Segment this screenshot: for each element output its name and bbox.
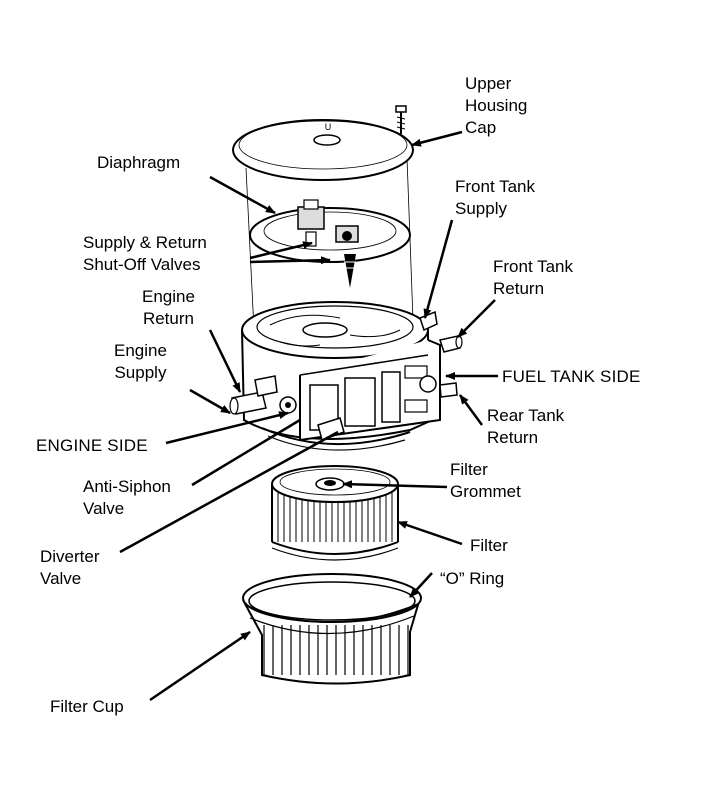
label-supply-return-valves-line2: Shut-Off Valves: [83, 255, 201, 274]
label-anti-siphon-valve-line2: Valve: [83, 499, 125, 518]
label-supply-return-valves-line1: Supply & Return: [83, 233, 207, 252]
label-diaphragm: Diaphragm: [97, 153, 181, 172]
label-filter-cup: Filter Cup: [50, 697, 124, 716]
arrow-valves-1: [249, 241, 313, 260]
label-front-tank-supply: Front Tank Supply: [455, 176, 535, 220]
label-fuel-tank-side: FUEL TANK SIDE: [502, 367, 641, 386]
arrow-filter-cup: [149, 630, 251, 702]
label-engine-return-line2: Return: [142, 309, 194, 328]
label-filter: Filter: [470, 536, 508, 555]
label-upper-housing-cap-line2: Housing: [465, 96, 528, 115]
arrow-engine-return: [208, 329, 242, 393]
line-anti-siphon-valve: [191, 418, 301, 487]
label-supply-return-valves: Supply & Return Shut-Off Valves: [83, 232, 207, 276]
label-filter-grommet-line1: Filter: [450, 460, 488, 479]
label-engine-return-line1: Engine: [142, 287, 195, 306]
label-front-tank-return-line2: Return: [493, 279, 545, 298]
arrow-diaphragm: [209, 175, 276, 215]
arrow-rear-tank-return: [458, 394, 484, 426]
arrow-front-tank-return: [457, 299, 496, 338]
label-diverter-valve: Diverter Valve: [40, 546, 100, 590]
label-o-ring: “O” Ring: [440, 569, 505, 588]
arrow-valves-2: [249, 256, 331, 265]
label-filter-grommet: Filter Grommet: [450, 459, 521, 503]
label-front-tank-return-line1: Front Tank: [493, 257, 574, 276]
label-anti-siphon-valve: Anti-Siphon Valve: [83, 476, 171, 520]
label-engine-side: ENGINE SIDE: [36, 436, 148, 455]
arrow-front-tank-supply: [423, 219, 454, 319]
label-engine-supply: Engine Supply: [114, 340, 167, 384]
label-engine-supply-line1: Engine: [114, 341, 167, 360]
label-filter-grommet-line2: Grommet: [450, 482, 521, 501]
label-diverter-valve-line2: Valve: [40, 569, 82, 588]
filter-cup-part: [242, 573, 422, 685]
arrow-filter: [397, 520, 463, 546]
line-diverter-valve: [119, 430, 339, 554]
filter-element: [271, 465, 399, 561]
main-housing: [229, 301, 463, 451]
label-front-tank-return: Front Tank Return: [493, 256, 573, 300]
label-upper-housing-cap-line1: Upper: [465, 74, 512, 93]
leader-lines: [119, 418, 339, 554]
leader-arrows: [149, 130, 498, 702]
arrow-upper-housing-cap: [411, 130, 463, 147]
label-rear-tank-return-line1: Rear Tank: [487, 406, 565, 425]
label-rear-tank-return: Rear Tank Return: [487, 405, 564, 449]
label-anti-siphon-valve-line1: Anti-Siphon: [83, 477, 171, 496]
arrow-engine-supply: [189, 388, 231, 415]
cap-mark: U: [325, 122, 332, 132]
arrow-filter-grommet: [342, 480, 448, 489]
arrow-o-ring: [409, 572, 433, 598]
label-engine-supply-line2: Supply: [114, 363, 167, 382]
upper-housing-cap: [232, 105, 414, 331]
label-upper-housing-cap-line3: Cap: [465, 118, 497, 137]
label-diverter-valve-line1: Diverter: [40, 547, 100, 566]
label-engine-return: Engine Return: [142, 286, 195, 330]
label-rear-tank-return-line2: Return: [487, 428, 539, 447]
label-front-tank-supply-line2: Supply: [455, 199, 507, 218]
arrow-engine-side: [165, 411, 289, 445]
label-upper-housing-cap: Upper Housing Cap: [465, 73, 527, 139]
label-front-tank-supply-line1: Front Tank: [455, 177, 536, 196]
